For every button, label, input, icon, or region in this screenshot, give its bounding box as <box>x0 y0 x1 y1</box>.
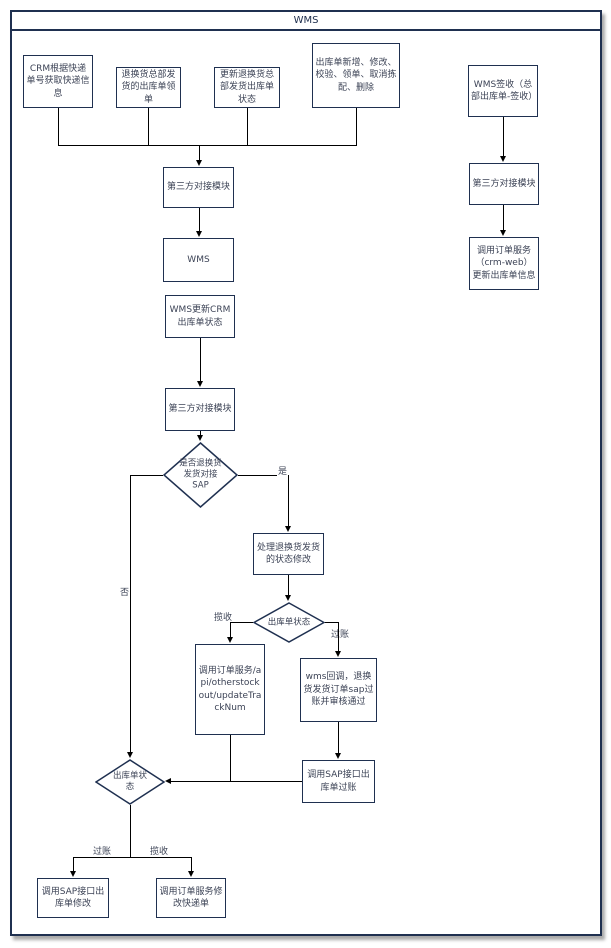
arrowhead-down-icon <box>334 753 341 759</box>
decision-return-sap: 是否退换货发货对接SAP <box>163 442 238 508</box>
arrowhead-down-icon <box>499 156 506 162</box>
flow-node-return-hq-outbound-claim: 退换货总部发货的出库单领单 <box>116 67 181 108</box>
decision-label: 出库单状态 <box>112 771 147 792</box>
connector <box>73 857 74 872</box>
connector <box>58 145 357 146</box>
decision-outbound-status-bottom: 出库单状态 <box>95 759 165 805</box>
flow-node-wms-system: WMS <box>163 238 234 282</box>
edge-label-no: 否 <box>119 585 131 598</box>
flow-node-call-sap-outbound-modify: 调用SAP接口出库单修改 <box>37 878 109 918</box>
diamond-shape <box>95 759 165 805</box>
diagram-title: WMS <box>12 12 600 31</box>
connector <box>247 108 248 145</box>
arrowhead-left-icon <box>165 777 171 784</box>
edge-label-pickup: 揽收 <box>149 844 170 857</box>
connector <box>356 108 357 145</box>
arrowhead-down-icon <box>499 230 506 236</box>
connector <box>230 622 253 623</box>
connector <box>238 475 288 476</box>
connector <box>148 108 149 145</box>
connector <box>130 475 131 754</box>
arrowhead-down-icon <box>196 381 203 387</box>
arrowhead-down-icon <box>195 231 202 237</box>
arrowhead-down-icon <box>284 526 291 532</box>
connector <box>199 145 200 161</box>
connector <box>503 117 504 157</box>
connector <box>338 622 339 652</box>
connector <box>230 735 231 781</box>
flow-node-call-order-service-modify-express: 调用订单服务修改快递单 <box>156 878 226 918</box>
flow-node-call-sap-outbound-post: 调用SAP接口出库单过账 <box>302 760 375 803</box>
flow-node-wms-sign-receipt: WMS签收（总部出库单-签收） <box>468 65 538 117</box>
flow-node-call-order-service-api: 调用订单服务/api/otherstockout/updateTrackNum <box>195 644 265 735</box>
arrowhead-down-icon <box>226 637 233 643</box>
connector <box>230 622 231 639</box>
connector <box>325 622 338 623</box>
arrowhead-down-icon <box>284 595 291 601</box>
flow-node-wms-callback-sap-post: wms回调，退换货发货订单sap过账并审核通过 <box>300 658 377 722</box>
connector <box>199 208 200 232</box>
flow-node-update-return-outbound-status: 更新退换货总部发货出库单状态 <box>214 67 280 108</box>
connector <box>191 857 192 872</box>
decision-label: 出库单状态 <box>267 617 311 627</box>
arrowhead-down-icon <box>195 160 202 166</box>
arrowhead-down-icon <box>69 871 76 877</box>
arrowhead-down-icon <box>187 871 194 877</box>
edge-label-post: 过账 <box>92 844 113 857</box>
arrowhead-down-icon <box>196 435 203 441</box>
edge-label-yes: 是 <box>277 464 289 477</box>
connector <box>338 722 339 754</box>
connector <box>503 205 504 231</box>
connector <box>200 431 201 437</box>
connector <box>58 108 59 145</box>
diamond-shape <box>253 602 325 643</box>
connector <box>171 781 302 782</box>
flow-node-wms-update-crm-status: WMS更新CRM出库单状态 <box>165 295 235 338</box>
decision-label: 是否退换货发货对接SAP <box>179 458 222 491</box>
edge-label-post: 过账 <box>330 627 351 640</box>
flow-node-handle-return-status-change: 处理退换货发货的状态修改 <box>253 533 324 575</box>
arrowhead-down-icon <box>334 651 341 657</box>
connector <box>73 857 191 858</box>
connector <box>288 575 289 596</box>
flow-node-third-party-module-right: 第三方对接模块 <box>469 163 539 205</box>
diamond-shape <box>163 442 238 508</box>
flow-node-third-party-module-1: 第三方对接模块 <box>163 167 234 208</box>
connector <box>130 805 131 857</box>
decision-outbound-status-mid: 出库单状态 <box>253 602 325 643</box>
connector <box>200 338 201 382</box>
connector <box>288 475 289 527</box>
connector <box>130 475 163 476</box>
flow-node-call-order-service-crmweb: 调用订单服务（crm-web）更新出库单信息 <box>469 237 539 290</box>
flow-node-outbound-operations: 出库单新增、修改、校验、领单、取消拣配、删除 <box>312 43 400 108</box>
edge-label-pickup: 揽收 <box>213 610 234 623</box>
flow-node-third-party-module-2: 第三方对接模块 <box>165 388 235 431</box>
arrowhead-down-icon <box>126 752 133 758</box>
flow-node-crm-express-info: CRM根据快递单号获取快递信息 <box>23 55 93 108</box>
